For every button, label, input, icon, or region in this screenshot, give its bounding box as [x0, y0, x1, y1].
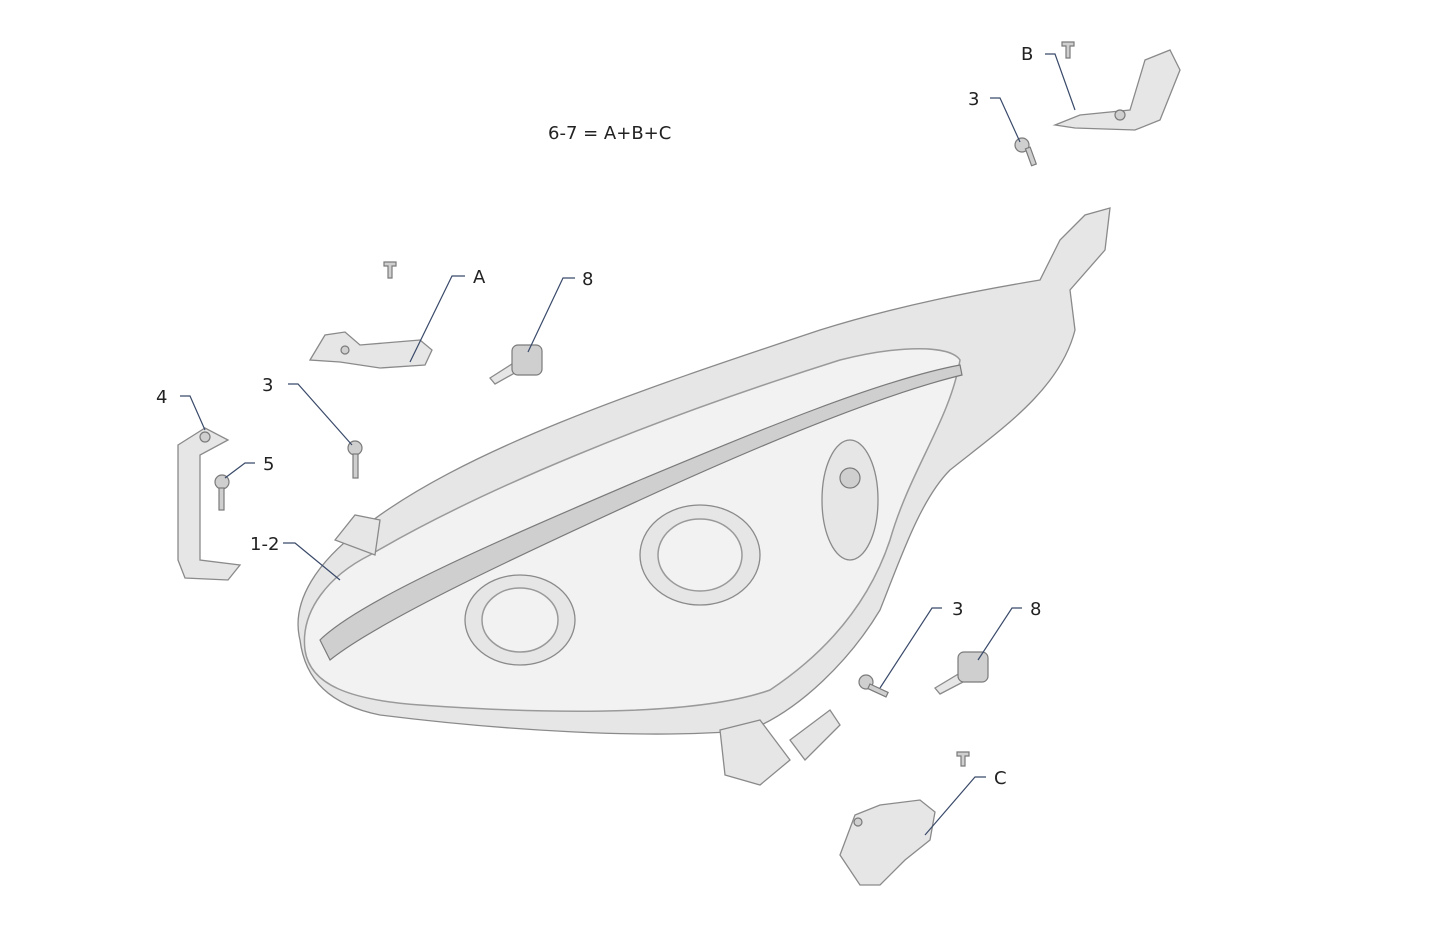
callout-4: 4 [156, 387, 206, 431]
bracket-c [839, 751, 970, 886]
callout-3-top: 3 [968, 89, 1021, 143]
callout-5: 5 [224, 454, 274, 479]
callout-label: 3 [952, 599, 963, 620]
callout-label: A [473, 267, 486, 288]
callout-label: 5 [263, 454, 274, 475]
bracket-4 [177, 427, 242, 581]
callout-label: 3 [262, 375, 273, 396]
callout-3-bottom: 3 [879, 599, 963, 689]
callout-label: 4 [156, 387, 167, 408]
bulb-8-bottom [934, 651, 989, 695]
callout-B: B [1021, 44, 1076, 111]
callout-3-left: 3 [262, 375, 353, 446]
callout-8-bottom: 8 [977, 599, 1041, 661]
bracket-b [1052, 41, 1181, 131]
callout-1-2: 1-2 [250, 534, 341, 581]
callout-label: 3 [968, 89, 979, 110]
callout-label: B [1021, 44, 1033, 65]
screw-3-bottom [858, 674, 889, 698]
callout-C: C [924, 768, 1007, 836]
screw-5 [214, 474, 230, 511]
formula-text: 6-7 = A+B+C [548, 123, 671, 144]
headlamp-assembly [297, 207, 1111, 786]
callout-8-top: 8 [527, 269, 593, 353]
callout-label: C [994, 768, 1007, 789]
screw-3-top [1014, 137, 1038, 167]
callout-label: 1-2 [250, 534, 279, 555]
callout-label: 8 [582, 269, 593, 290]
callout-A: A [409, 267, 486, 363]
callout-label: 8 [1030, 599, 1041, 620]
bulb-8-top [489, 344, 543, 385]
bracket-a [308, 261, 433, 369]
screw-3-left [347, 440, 363, 479]
